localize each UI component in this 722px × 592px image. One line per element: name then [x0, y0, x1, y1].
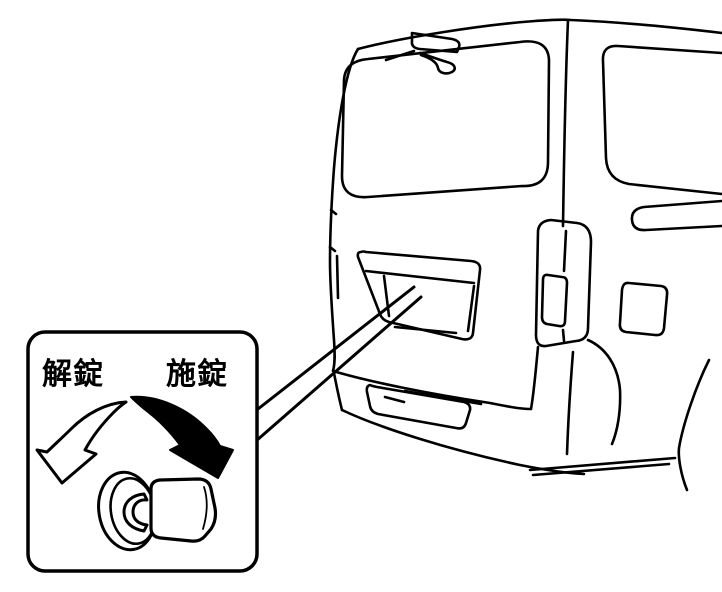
fuel-door: [618, 281, 669, 337]
handle-garnish-right-inner: [466, 284, 476, 333]
bumper-step-pocket: [365, 383, 472, 430]
handle-garnish-bottom-inner: [393, 325, 458, 335]
wiper-ledge-line: [384, 49, 416, 62]
handle-garnish-outer: [356, 250, 482, 341]
key-cylinder-icon: [97, 470, 218, 552]
side-window: [601, 44, 722, 196]
bumper-left-edge: [332, 371, 344, 412]
quarter-crease-line: [565, 350, 575, 456]
tail-lamp: [534, 218, 593, 348]
lock-label: 施錠: [166, 357, 228, 392]
callout-box: 解錠 施錠: [26, 330, 259, 573]
quarter-corner-line: [586, 338, 622, 446]
door-bottom-edge: [331, 369, 532, 411]
key-head: [149, 477, 218, 543]
handle-garnish-top-inner: [364, 269, 476, 285]
rear-pillar-line: [561, 18, 570, 228]
wiper-arm: [418, 51, 457, 75]
bumper-bottom-edge: [340, 408, 586, 476]
lock-arrow-icon: [130, 395, 234, 479]
bumper-corner-line: [529, 345, 540, 411]
keyhole-collar: [122, 492, 149, 533]
tail-lamp-divider: [562, 229, 568, 273]
bumper-step-dash: [383, 395, 406, 404]
unlock-arrow-icon: [35, 400, 128, 485]
handle-garnish-left-inner: [382, 274, 391, 318]
wiper-cover: [410, 31, 461, 54]
door-edge-tick: [329, 208, 338, 216]
callout-pointer-line: [254, 285, 423, 443]
rear-window: [340, 40, 551, 199]
tail-lamp-dash: [561, 328, 566, 343]
key-head-highlight: [202, 486, 208, 530]
tail-lamp-inner: [540, 273, 569, 328]
bumper-step-edge: [403, 389, 483, 406]
rocker-line-upper: [528, 456, 677, 472]
van-outline: [328, 18, 722, 492]
rocker-line-lower: [531, 462, 671, 477]
unlock-label: 解錠: [42, 357, 104, 392]
door-edge-gap-line: [335, 254, 340, 300]
side-trim-strip: [630, 199, 722, 232]
door-edge-tick: [328, 245, 337, 253]
wheel-arch: [677, 358, 711, 492]
